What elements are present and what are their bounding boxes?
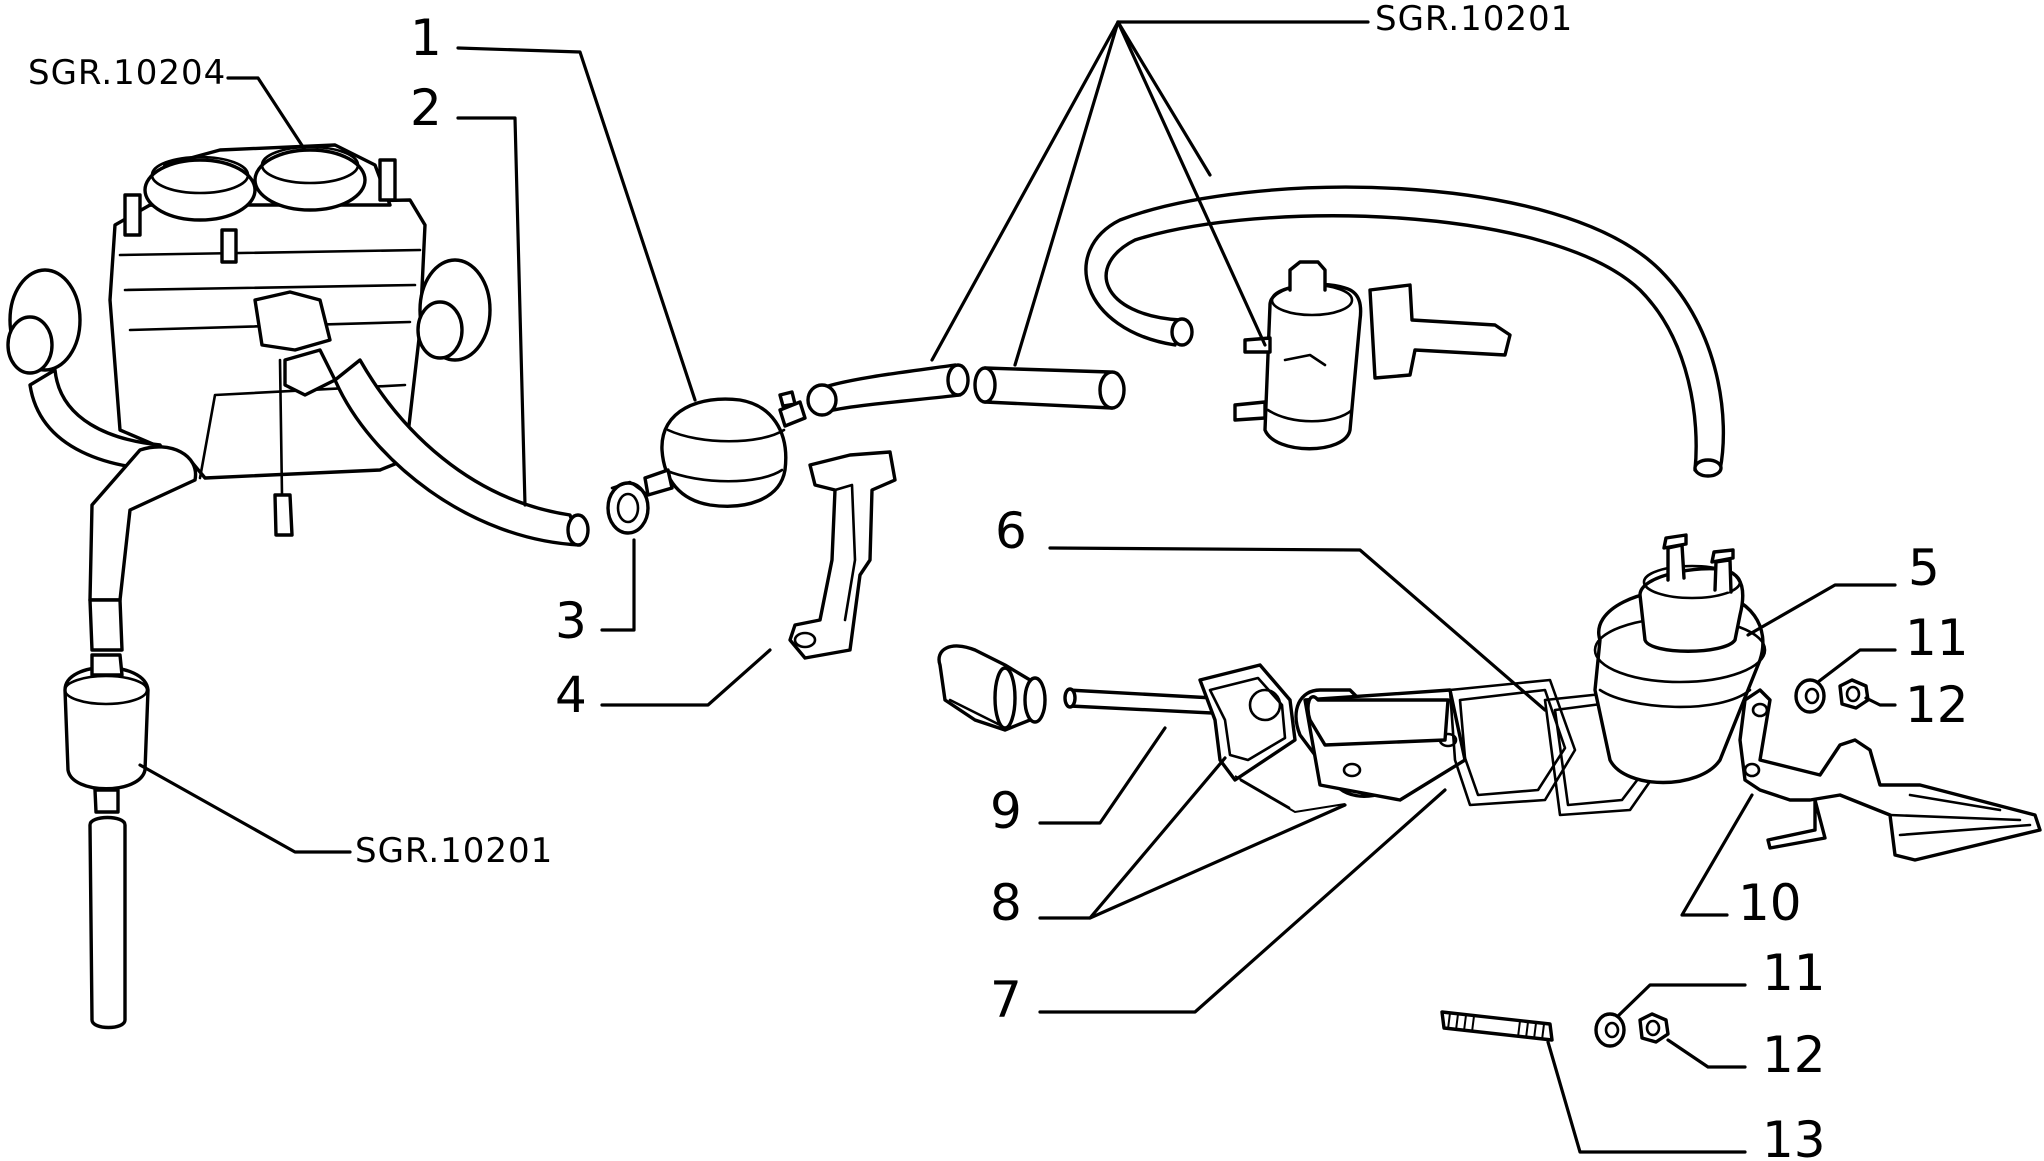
nut-12-b	[1638, 1012, 1670, 1044]
callout-9: 9	[990, 782, 1022, 840]
callout-12-upper: 12	[1905, 676, 1969, 734]
ref-filter-left: SGR.10201	[355, 831, 553, 871]
mechanical-pump-assembly	[1294, 533, 1767, 817]
nut-12-a	[1838, 678, 1870, 710]
callout-6: 6	[995, 502, 1027, 560]
callout-11-upper: 11	[1905, 609, 1969, 667]
callout-8: 8	[990, 874, 1022, 932]
reference-labels: SGR.10204 SGR.10201 SGR.10201	[28, 0, 1573, 871]
callout-3: 3	[555, 592, 587, 650]
ref-carburettor: SGR.10204	[28, 53, 226, 93]
gasket-set-8	[1198, 663, 1346, 814]
leader-lines	[138, 20, 1897, 1154]
callout-1: 1	[410, 9, 442, 67]
pump-mounting-bracket-10	[1738, 688, 2042, 862]
push-rod-bushing	[937, 644, 1047, 732]
callout-13: 13	[1762, 1111, 1826, 1161]
fuel-hoses-top	[806, 185, 1726, 478]
inline-filter-left	[63, 598, 150, 1030]
callout-10: 10	[1738, 874, 1802, 932]
callout-5: 5	[1908, 539, 1940, 597]
washer-11-a	[1794, 678, 1826, 714]
callout-11-lower: 11	[1762, 944, 1826, 1002]
callout-labels: 1 2 3 4 5 6 7 8 9 10 11 12 11 12 13	[410, 9, 1969, 1161]
callout-12-lower: 12	[1762, 1026, 1826, 1084]
callout-7: 7	[990, 971, 1022, 1029]
carburettor-assembly	[6, 143, 492, 602]
callout-2: 2	[410, 79, 442, 137]
hose-clip-3	[606, 480, 650, 535]
fuel-filter-1	[643, 390, 807, 508]
filter-bracket-4	[788, 450, 897, 660]
ref-hoses-top: SGR.10201	[1375, 0, 1573, 39]
stud-13	[1440, 1010, 1554, 1042]
fuel-hose-2	[333, 358, 590, 547]
callout-4: 4	[555, 666, 587, 724]
washer-11-b	[1594, 1012, 1626, 1048]
